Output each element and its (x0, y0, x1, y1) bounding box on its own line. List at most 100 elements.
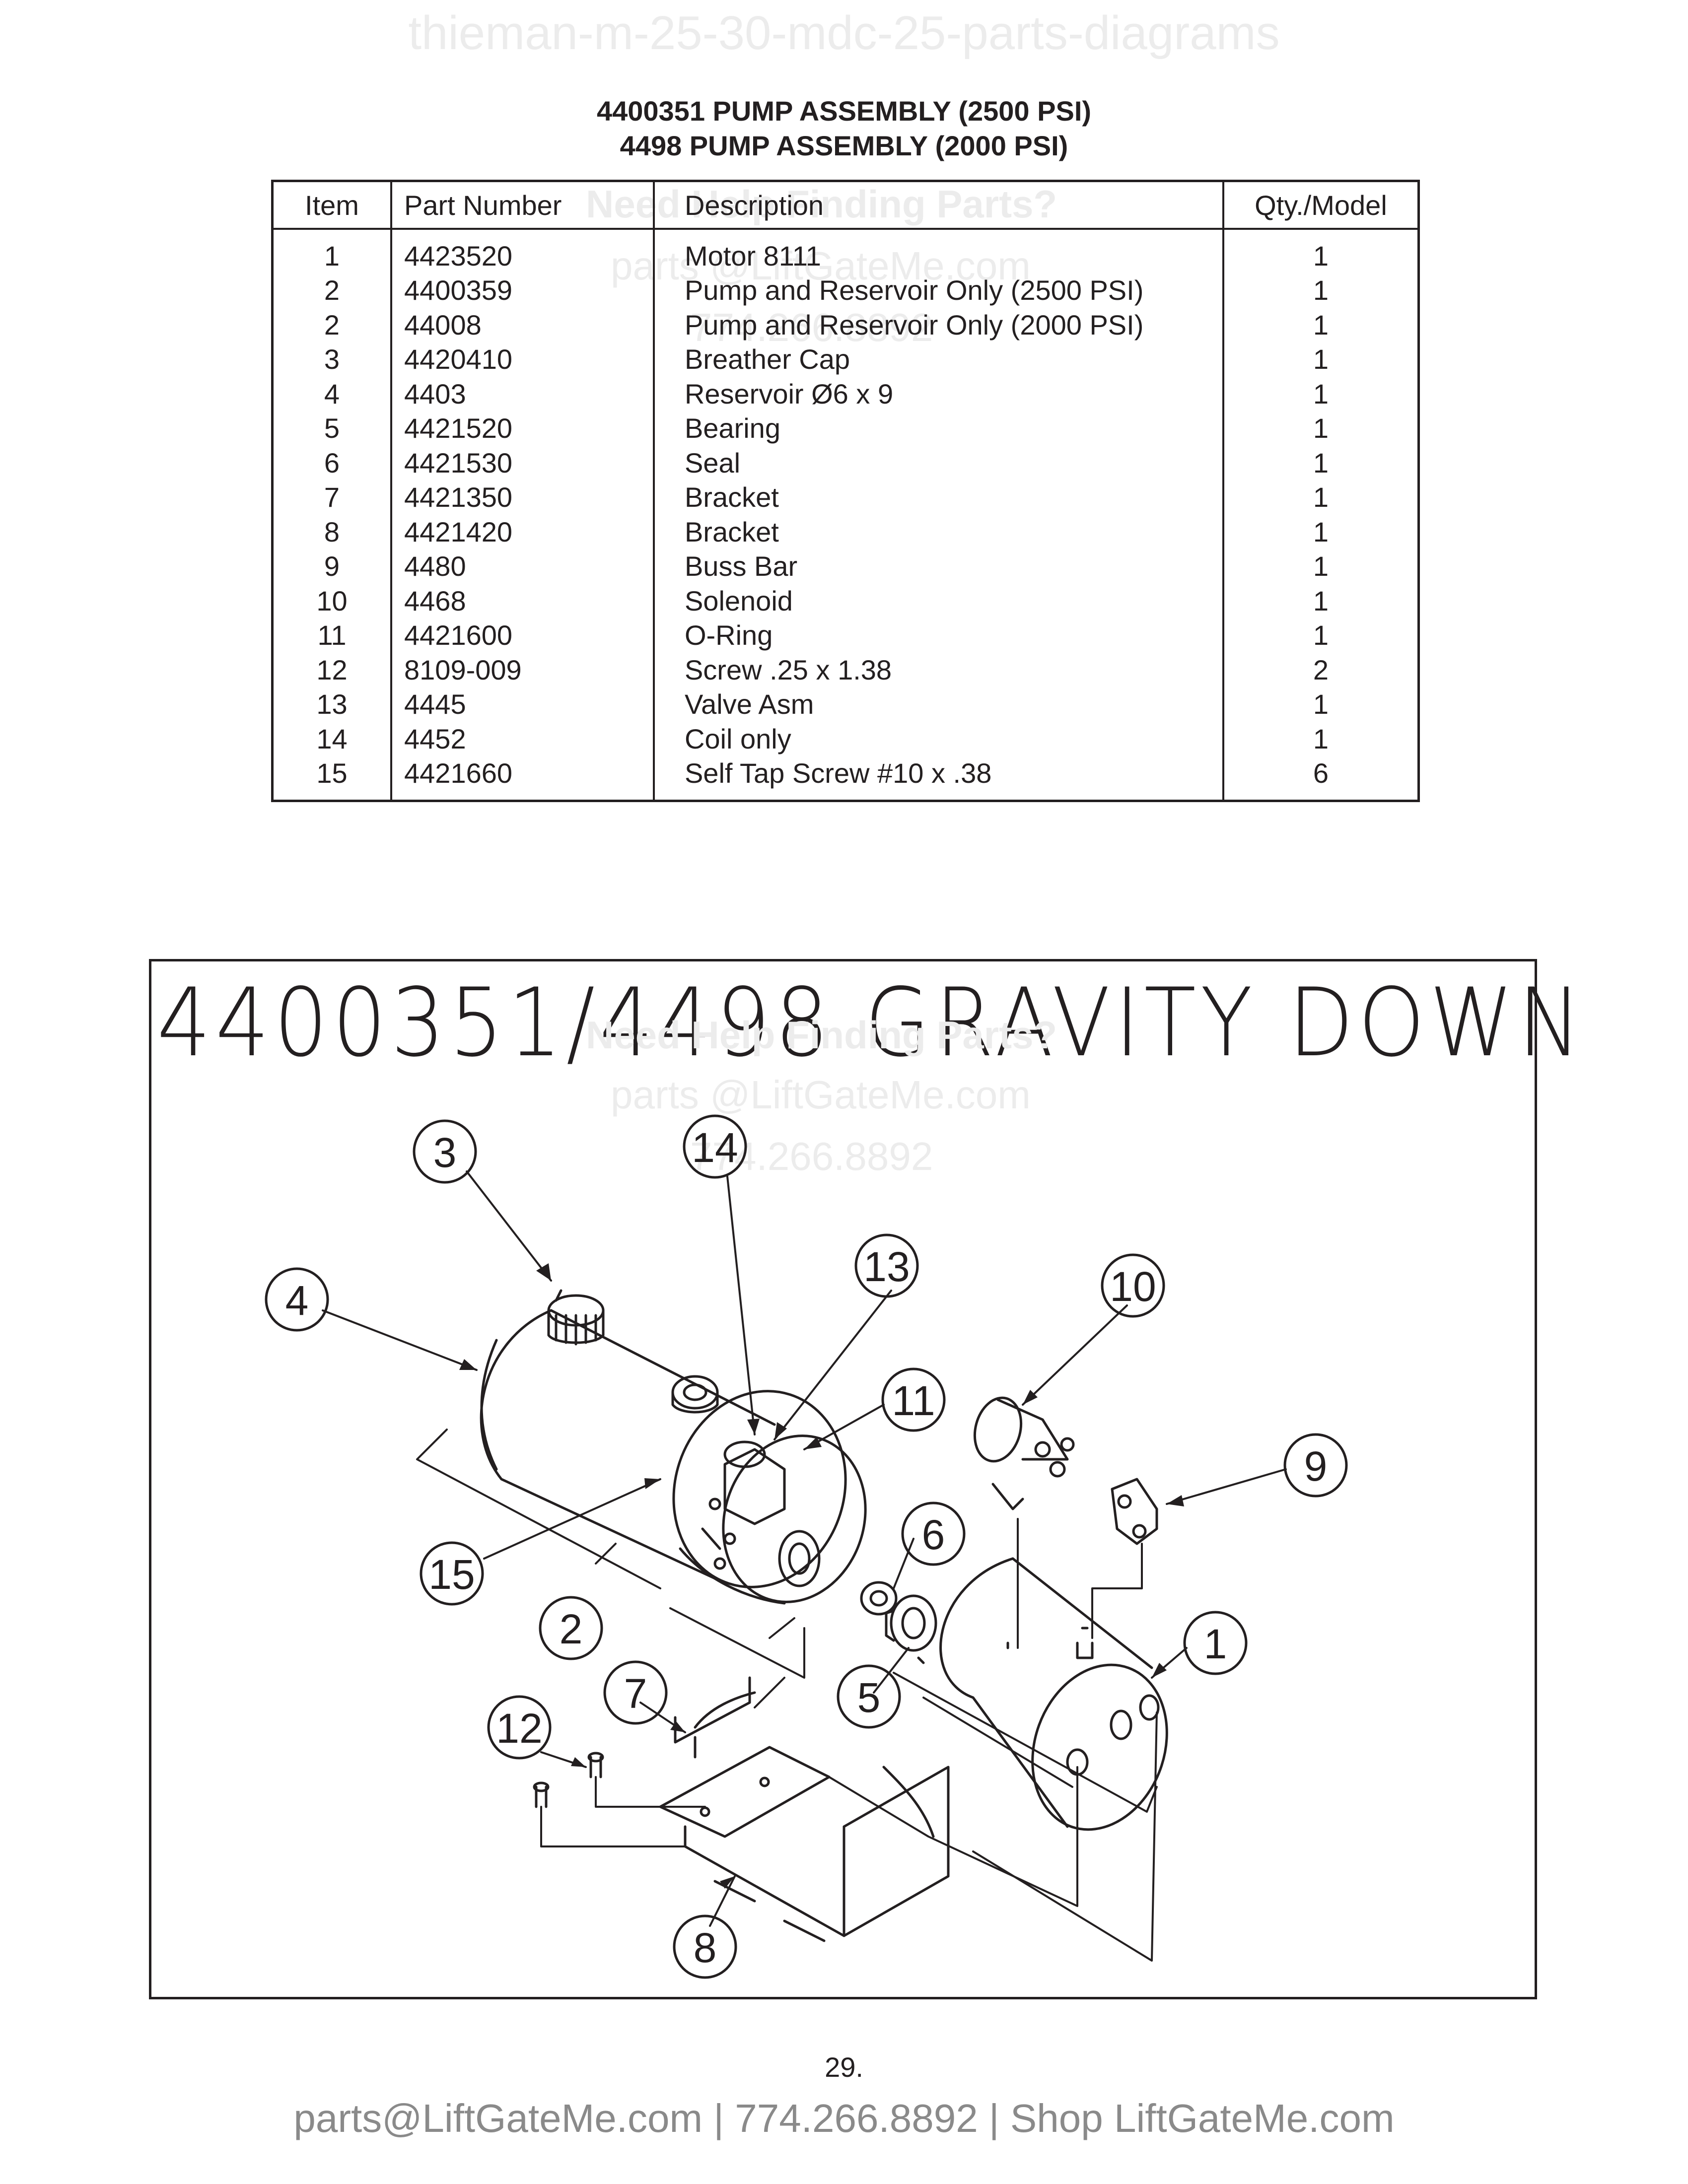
cell-qty: 1 (1313, 481, 1329, 513)
assembly-guide-lines (416, 1429, 1158, 1962)
cell-description: Pump and Reservoir Only (2500 PSI) (653, 273, 1224, 308)
callout-label-8: 8 (694, 1924, 717, 1971)
motor-part (917, 1557, 1168, 1831)
cell-description: Bearing (653, 411, 1224, 446)
callout-label-13: 13 (863, 1243, 910, 1290)
cell-item: 2 (272, 308, 393, 342)
col-header-part-number: Part Number (391, 181, 655, 230)
cell-qty: 1 (1313, 309, 1329, 341)
callout-label-7: 7 (624, 1670, 647, 1717)
cell-description: Seal (653, 446, 1224, 480)
cell-part-number: 4480 (391, 549, 655, 584)
bracket-8-part (659, 1746, 950, 1942)
cell-item: 5 (272, 411, 393, 446)
cell-item: 2 (272, 273, 393, 308)
screws-part (533, 1752, 604, 1808)
cell-item: 14 (272, 722, 393, 756)
callout-circle-11 (881, 1367, 946, 1432)
cell-qty: 1 (1313, 378, 1329, 410)
cell-item: 6 (272, 446, 393, 480)
buss-bar-part (1111, 1478, 1158, 1545)
breather-cap-part (547, 1294, 605, 1346)
col-header-qty: Qty./Model (1223, 181, 1419, 230)
table-header-row: Item Part Number Description Qty./Model (272, 181, 1419, 230)
cell-item: 7 (272, 480, 393, 515)
cell-part-number: 4421530 (391, 446, 655, 480)
col-header-item: Item (272, 181, 393, 230)
cell-item: 11 (272, 618, 393, 653)
reservoir-bearing (671, 1375, 719, 1414)
bearing-part (885, 1594, 937, 1652)
cell-description: Screw .25 x 1.38 (653, 653, 1224, 687)
cell-description: Coil only (653, 722, 1224, 756)
callout-circle-10 (1101, 1253, 1165, 1318)
cell-description: O-Ring (653, 618, 1224, 653)
cell-item: 10 (272, 584, 393, 618)
cell-part-number: 4400359 (391, 273, 655, 308)
title-line-1: 4400351 PUMP ASSEMBLY (2500 PSI) (596, 95, 1092, 127)
cell-qty: 1 (1313, 688, 1329, 720)
cell-description: Bracket (653, 515, 1224, 549)
callout-label-5: 5 (857, 1674, 881, 1721)
cell-description: Motor 8111 (653, 229, 1224, 273)
callout-circles (265, 1114, 1348, 1979)
cell-part-number: 4421660 (391, 756, 655, 801)
cell-description: Reservoir Ø6 x 9 (653, 377, 1224, 411)
diagram-title: 4400351/4498 GRAVITY DOWN (157, 968, 1586, 1078)
cell-part-number: 4423520 (391, 229, 655, 273)
cell-item: 3 (272, 342, 393, 377)
callout-circle-13 (854, 1233, 919, 1298)
cell-part-number: 4452 (391, 722, 655, 756)
callout-label-4: 4 (285, 1277, 309, 1324)
cell-qty: 1 (1313, 240, 1329, 272)
callout-circle-12 (487, 1695, 552, 1760)
cell-qty: 1 (1313, 585, 1329, 616)
cell-item: 15 (272, 756, 393, 801)
callout-label-3: 3 (433, 1129, 457, 1176)
callout-circle-9 (1283, 1433, 1348, 1498)
callout-circle-7 (603, 1660, 668, 1725)
callout-label-6: 6 (922, 1511, 945, 1558)
cell-item: 13 (272, 687, 393, 722)
solenoid-part (973, 1396, 1075, 1510)
callout-circle-5 (837, 1664, 901, 1729)
callout-circle-14 (683, 1114, 747, 1179)
cell-part-number: 4403 (391, 377, 655, 411)
cell-item: 9 (272, 549, 393, 584)
watermark-help-2: Need Help Finding Parts? (586, 1013, 1057, 1057)
page-number: 29. (825, 2051, 863, 2083)
cell-part-number: 4468 (391, 584, 655, 618)
cell-item: 4 (272, 377, 393, 411)
callout-label-9: 9 (1304, 1443, 1328, 1490)
cell-part-number: 8109-009 (391, 653, 655, 687)
cell-description: Solenoid (653, 584, 1224, 618)
cell-description: Valve Asm (653, 687, 1224, 722)
cell-description: Bracket (653, 480, 1224, 515)
cell-item: 1 (272, 229, 393, 273)
callout-label-2: 2 (560, 1606, 583, 1652)
cell-description: Pump and Reservoir Only (2000 PSI) (653, 308, 1224, 342)
callout-label-15: 15 (428, 1551, 475, 1598)
watermark-email-2: parts @LiftGateMe.com (611, 1073, 1031, 1117)
callout-label-1: 1 (1204, 1621, 1227, 1667)
cell-qty: 1 (1313, 516, 1329, 547)
cell-part-number: 4421520 (391, 411, 655, 446)
cell-description: Buss Bar (653, 549, 1224, 584)
cell-item: 8 (272, 515, 393, 549)
callout-circle-15 (420, 1541, 484, 1606)
footer-contact: parts@LiftGateMe.com | 774.266.8892 | Sh… (293, 2096, 1395, 2140)
cell-description: Breather Cap (653, 342, 1224, 377)
pump-housing-part (672, 1390, 867, 1605)
callout-circle-2 (539, 1596, 603, 1660)
watermark-phone-2: 774.266.8892 (690, 1134, 933, 1178)
